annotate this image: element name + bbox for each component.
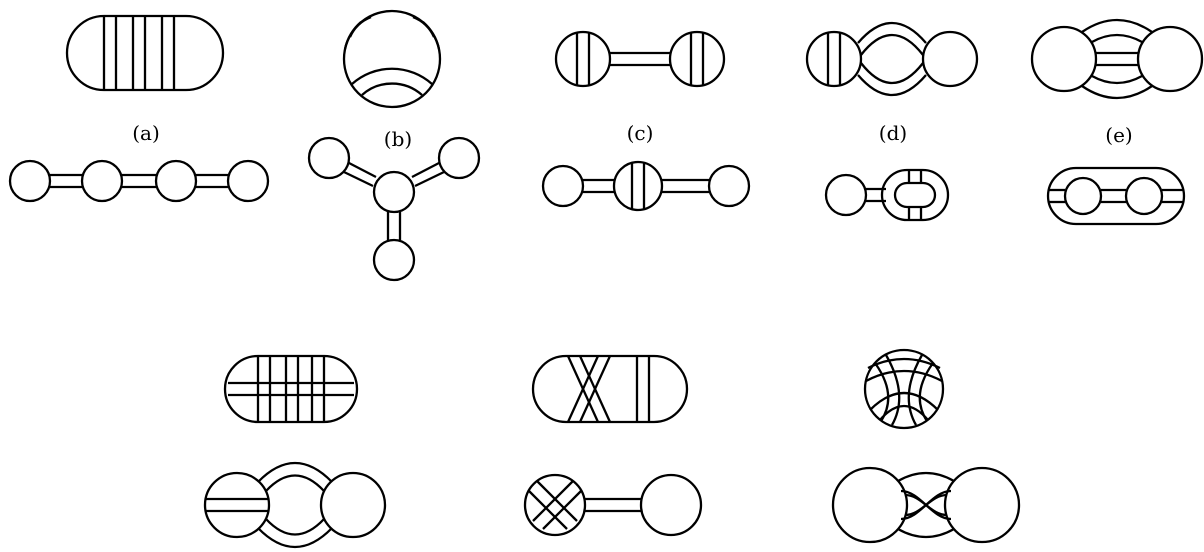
diagram-d-top xyxy=(805,21,979,97)
diagram-e-top xyxy=(1030,18,1204,100)
diagram-a-bottom xyxy=(8,159,270,203)
diagram-h-top xyxy=(863,348,945,430)
caption-a: (a) xyxy=(132,121,160,145)
caption-b: (b) xyxy=(384,127,412,151)
diagram-g-bottom xyxy=(523,473,703,537)
diagram-f-bottom xyxy=(203,461,387,549)
diagram-d-bottom xyxy=(824,168,950,222)
caption-e: (e) xyxy=(1105,123,1132,147)
diagram-h-bottom xyxy=(831,466,1021,544)
diagram-a-top xyxy=(65,14,225,92)
diagram-c-bottom xyxy=(541,160,751,212)
caption-d: (d) xyxy=(879,121,907,145)
diagram-f-top xyxy=(223,354,359,424)
diagram-c-top xyxy=(554,30,726,88)
diagram-e-bottom xyxy=(1046,166,1186,226)
caption-c: (c) xyxy=(627,121,654,145)
diagram-b-top xyxy=(342,9,442,109)
diagram-g-top xyxy=(531,354,689,424)
diagram-b-bottom xyxy=(307,136,481,282)
